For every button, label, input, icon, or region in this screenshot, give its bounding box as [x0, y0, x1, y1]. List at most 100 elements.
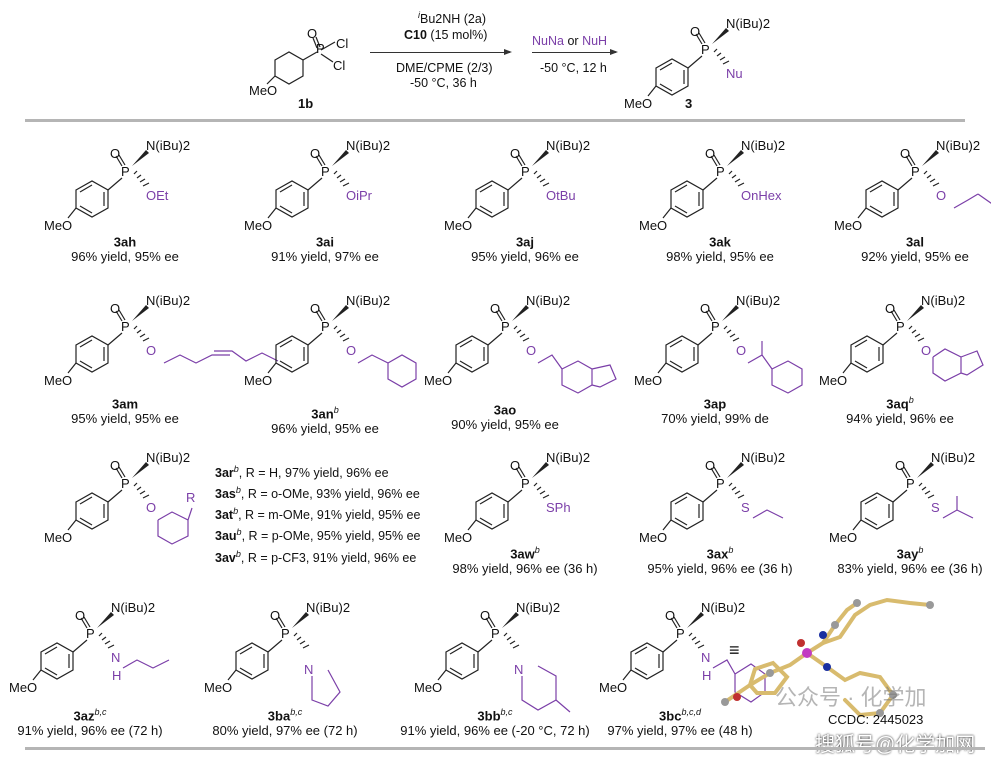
footnote-marker: b: [333, 405, 339, 415]
yield-ee: 96% yield, 95% ee: [271, 421, 379, 437]
nucleophile-label: N: [701, 650, 711, 665]
yield-ee: 95% yield, 96% ee (36 h): [647, 561, 793, 577]
nucleophile-label: O: [736, 343, 747, 358]
amine-label: N(iBu)2: [346, 293, 391, 308]
step1-catalyst: C10 (15 mol%): [404, 28, 488, 42]
yield-ee: 80% yield, 97% ee (72 h): [212, 723, 358, 739]
yield-ee: 96% yield, 95% ee: [71, 249, 179, 265]
phosphorus-label: P: [716, 164, 725, 179]
footnote-marker: b: [908, 395, 914, 405]
molecule-skeleton: [67, 150, 150, 219]
methoxy-label: MeO: [9, 680, 38, 695]
step2-conditions: -50 °C, 12 h: [540, 61, 607, 75]
phosphorus-label: P: [121, 476, 130, 491]
oxo-label: O: [665, 608, 676, 623]
phosphorus-label: P: [281, 626, 290, 641]
oxo-label: O: [310, 301, 321, 316]
oxo-label: O: [490, 301, 501, 316]
yield-ee: 94% yield, 96% ee: [846, 411, 954, 427]
oxo-label: O: [510, 146, 521, 161]
amine-label: N(iBu)2: [346, 138, 391, 153]
footnote-marker: b: [918, 545, 924, 555]
oxo-label: O: [307, 26, 318, 41]
oxo-label: O: [700, 301, 711, 316]
molecule-skeleton: [447, 305, 617, 394]
oxo-label: O: [705, 458, 716, 473]
nucleophile-label: S: [741, 500, 750, 515]
nucleophile-label: N: [514, 662, 524, 677]
amine-label: N(iBu)2: [146, 138, 191, 153]
yield-ee: 98% yield, 96% ee (36 h): [452, 561, 598, 577]
amine-label: N(iBu)2: [736, 293, 781, 308]
phosphorus-label: P: [701, 42, 710, 57]
nucleophile-label: O: [146, 500, 157, 515]
nucleophile-label: O: [526, 343, 537, 358]
compound-id: 3ay: [896, 546, 919, 562]
methoxy-label: MeO: [444, 530, 473, 545]
footnote-marker: b,c,d: [681, 707, 701, 717]
yield-ee: 91% yield, 97% ee: [271, 249, 379, 265]
methoxy-label: MeO: [244, 373, 273, 388]
nucleophile-label: O: [146, 343, 157, 358]
footnote-marker: b,c: [290, 707, 303, 717]
footnote-marker: b: [728, 545, 734, 555]
nucleophile-label: O: [921, 343, 932, 358]
methoxy-label: MeO: [44, 530, 73, 545]
nucleophile-label: OtBu: [546, 188, 576, 203]
ortep-image: [721, 597, 934, 718]
methoxy-label: MeO: [624, 96, 653, 111]
molecule-skeleton: [657, 305, 803, 394]
start-compound-label: 1b: [298, 96, 314, 111]
nucleophile-label: SPh: [546, 500, 571, 515]
nucleophile-label: OnHex: [741, 188, 782, 203]
chloride-label: Cl: [333, 58, 346, 73]
nucleophile-label: N: [304, 662, 314, 677]
chloride-label: Cl: [336, 36, 349, 51]
nucleophile-label: S: [931, 500, 940, 515]
r-series-entry: 3atb, R = m-OMe, 91% yield, 95% ee: [215, 506, 421, 523]
amine-label: N(iBu)2: [146, 293, 191, 308]
reaction-arrow-2: [532, 49, 618, 55]
substituent-label: R: [186, 490, 196, 505]
reaction-scheme: O P Cl Cl MeO 1b iBu2NH (2a) C10 (15 mol…: [0, 0, 991, 115]
product-label: 3: [685, 96, 693, 111]
amine-label: N(iBu)2: [526, 293, 571, 308]
compound-id: 3bb: [477, 708, 501, 724]
r-series-entry: 3asb, R = o-OMe, 93% yield, 96% ee: [215, 485, 420, 502]
watermark: 搜狐号@化学加网: [815, 734, 976, 756]
yield-ee: 91% yield, 96% ee (-20 °C, 72 h): [400, 723, 590, 739]
compound-id: 3aw: [510, 546, 535, 562]
molecule-skeleton: [267, 150, 350, 219]
yield-ee: 98% yield, 95% ee: [666, 249, 774, 265]
reaction-arrow-1: [370, 49, 512, 55]
compound-caption: 3aqb 94% yield, 96% ee: [800, 395, 991, 426]
methoxy-label: MeO: [249, 83, 278, 98]
oxo-label: O: [480, 608, 491, 623]
oxo-label: O: [510, 458, 521, 473]
phosphorus-label: P: [121, 164, 130, 179]
molecule-skeleton: [32, 612, 170, 681]
amine-label: N(iBu)2: [701, 600, 746, 615]
molecule-skeleton: [852, 462, 974, 531]
compound-id: 3ax: [706, 546, 729, 562]
yield-ee: 95% yield, 96% ee: [471, 249, 579, 265]
oxo-label: O: [690, 24, 701, 39]
phosphorus-label: P: [86, 626, 95, 641]
compound-id: 3aq: [886, 396, 909, 412]
phosphorus-label: P: [316, 41, 325, 56]
